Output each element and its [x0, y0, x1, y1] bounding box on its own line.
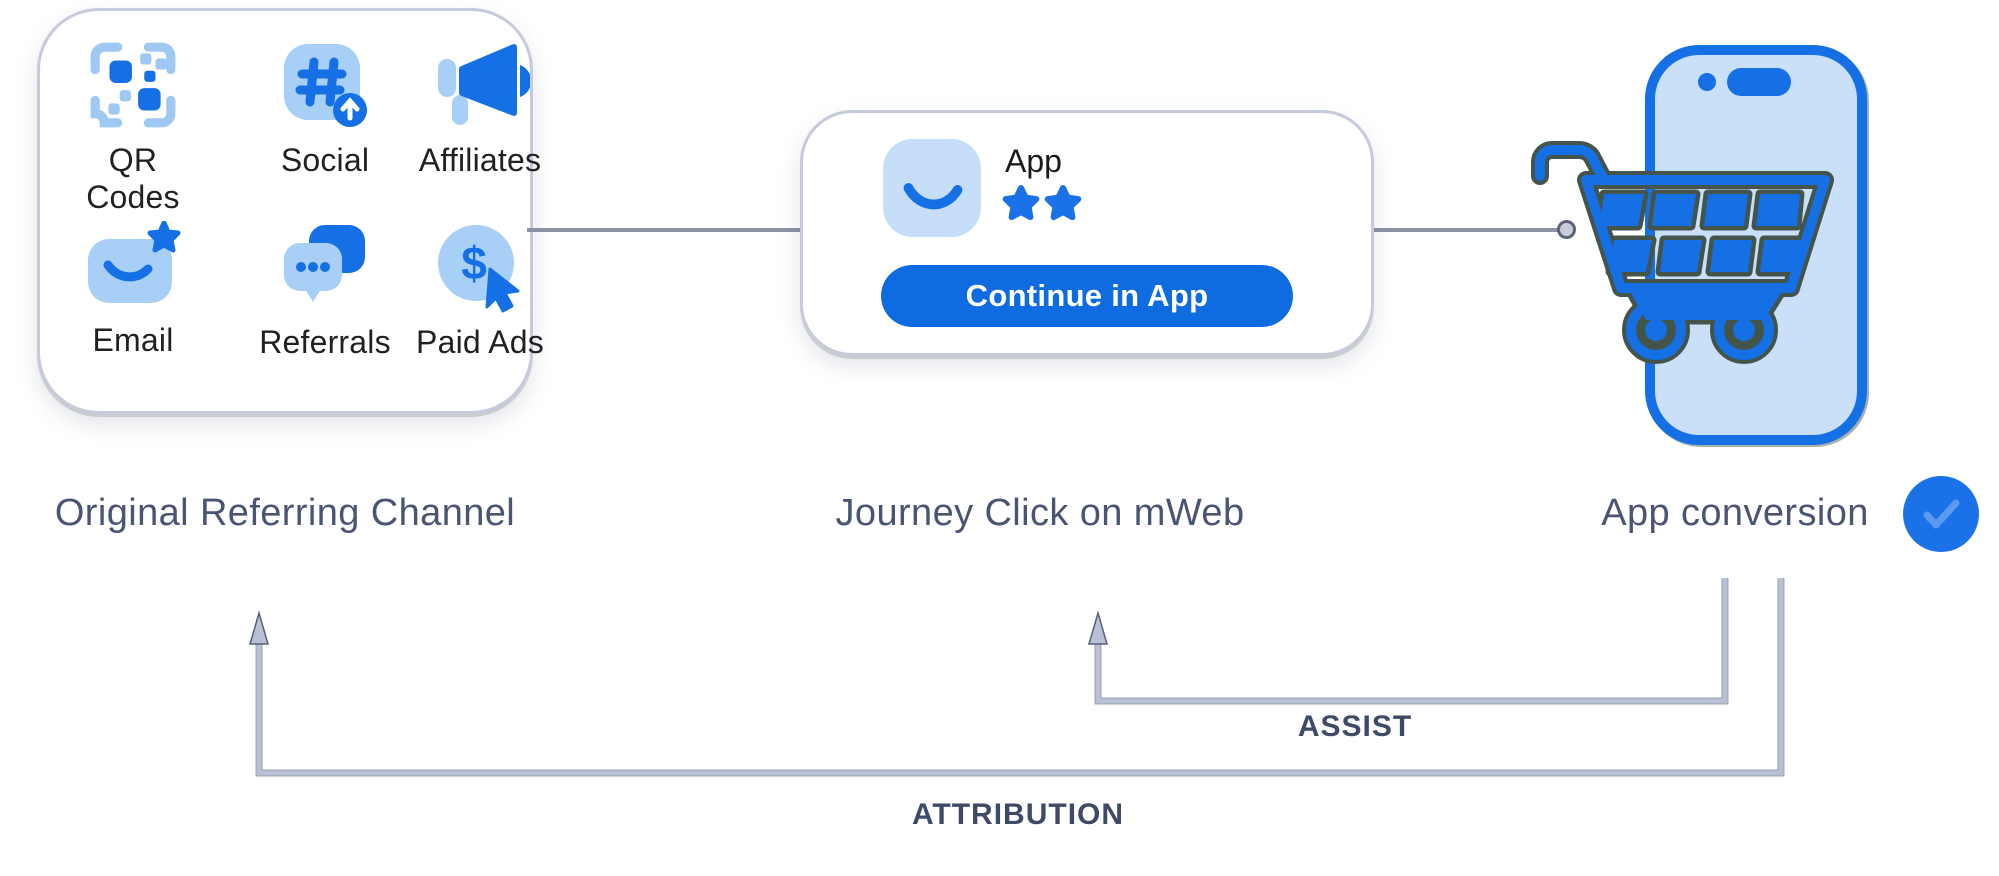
mweb-banner-card: App Continue in App [800, 110, 1374, 356]
qr-code-icon [87, 39, 179, 136]
chat-bubbles-icon [279, 221, 371, 318]
phone-camera-dot [1698, 73, 1716, 91]
envelope-star-icon [84, 220, 182, 316]
channel-label: QR Codes [86, 142, 180, 215]
hashtag-share-icon [279, 39, 371, 136]
stage-label-app-conversion: App conversion [1601, 492, 1869, 534]
channel-label: Paid Ads [416, 324, 544, 360]
shopping-cart-icon [1524, 126, 1864, 376]
rating-stars-icon [1001, 183, 1111, 230]
channel-label: Affiliates [418, 142, 542, 178]
connector-dot [1557, 220, 1576, 239]
dollar-cursor-icon: $ [432, 221, 528, 318]
svg-text:$: $ [461, 237, 487, 289]
connector-line-left [527, 228, 800, 232]
channel-social: Social [250, 39, 400, 179]
phone-dynamic-island [1727, 68, 1791, 96]
assist-arrow-label: ASSIST [1297, 710, 1413, 743]
app-smile-icon [883, 139, 981, 242]
app-name-label: App [1005, 143, 1062, 179]
channel-affiliates: Affiliates [405, 39, 555, 179]
megaphone-icon [430, 39, 532, 136]
channel-label: Social [280, 142, 370, 178]
attribution-arrow-label: ATTRIBUTION [911, 798, 1125, 831]
channel-label: Referrals [259, 324, 391, 360]
connector-line-right [1368, 228, 1558, 232]
channels-card: QR Codes [37, 8, 544, 414]
channel-qr-codes: QR Codes [58, 39, 208, 216]
stage-label-original-channel: Original Referring Channel [54, 492, 516, 534]
channel-paid-ads: $ Paid Ads [405, 221, 555, 361]
channel-label: Email [92, 322, 174, 358]
channel-email: Email [58, 220, 208, 359]
continue-in-app-button[interactable]: Continue in App [881, 265, 1293, 327]
stage-label-journey-click: Journey Click on mWeb [835, 492, 1245, 534]
checkmark-badge [1903, 476, 1979, 552]
channel-referrals: Referrals [250, 221, 400, 361]
